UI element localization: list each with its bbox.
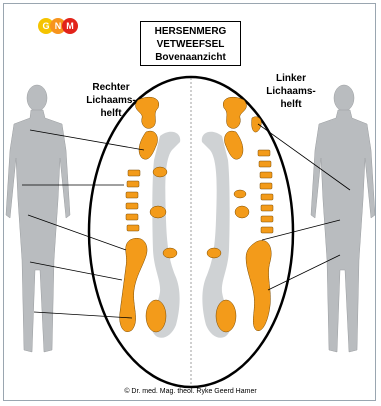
left-figure-head bbox=[27, 85, 47, 111]
relay-right-bottom bbox=[146, 300, 166, 332]
relay-left-bar-7 bbox=[261, 216, 273, 222]
right-body-figure bbox=[311, 85, 375, 352]
relay-right-bar-1 bbox=[128, 170, 140, 176]
relay-left-bar-8 bbox=[261, 227, 273, 233]
relay-left-bar-1 bbox=[258, 150, 270, 156]
relay-left-bar-3 bbox=[260, 172, 272, 178]
relay-left-bottom bbox=[216, 300, 236, 332]
right-figure-body bbox=[311, 110, 375, 352]
relay-right-bar-6 bbox=[127, 225, 139, 231]
relay-left-bar-4 bbox=[260, 183, 272, 189]
relay-left-mid-2 bbox=[235, 206, 249, 218]
right-figure-head bbox=[334, 85, 354, 111]
relay-right-bar-4 bbox=[126, 203, 138, 209]
relay-right-low-1 bbox=[163, 248, 177, 258]
relay-left-low-1 bbox=[207, 248, 221, 258]
relay-left-mid-1 bbox=[234, 190, 246, 198]
left-figure-body bbox=[6, 110, 70, 352]
relay-left-bar-2 bbox=[259, 161, 271, 167]
copyright-text: © Dr. med. Mag. theol. Ryke Geerd Hamer bbox=[0, 388, 381, 395]
relay-right-mid-2 bbox=[150, 206, 166, 218]
relay-right-bar-5 bbox=[126, 214, 138, 220]
relay-left-bar-6 bbox=[261, 205, 273, 211]
relay-right-bar-3 bbox=[126, 192, 138, 198]
relay-right-mid-1 bbox=[153, 167, 167, 177]
relay-left-bar-5 bbox=[261, 194, 273, 200]
relay-right-bar-2 bbox=[127, 181, 139, 187]
